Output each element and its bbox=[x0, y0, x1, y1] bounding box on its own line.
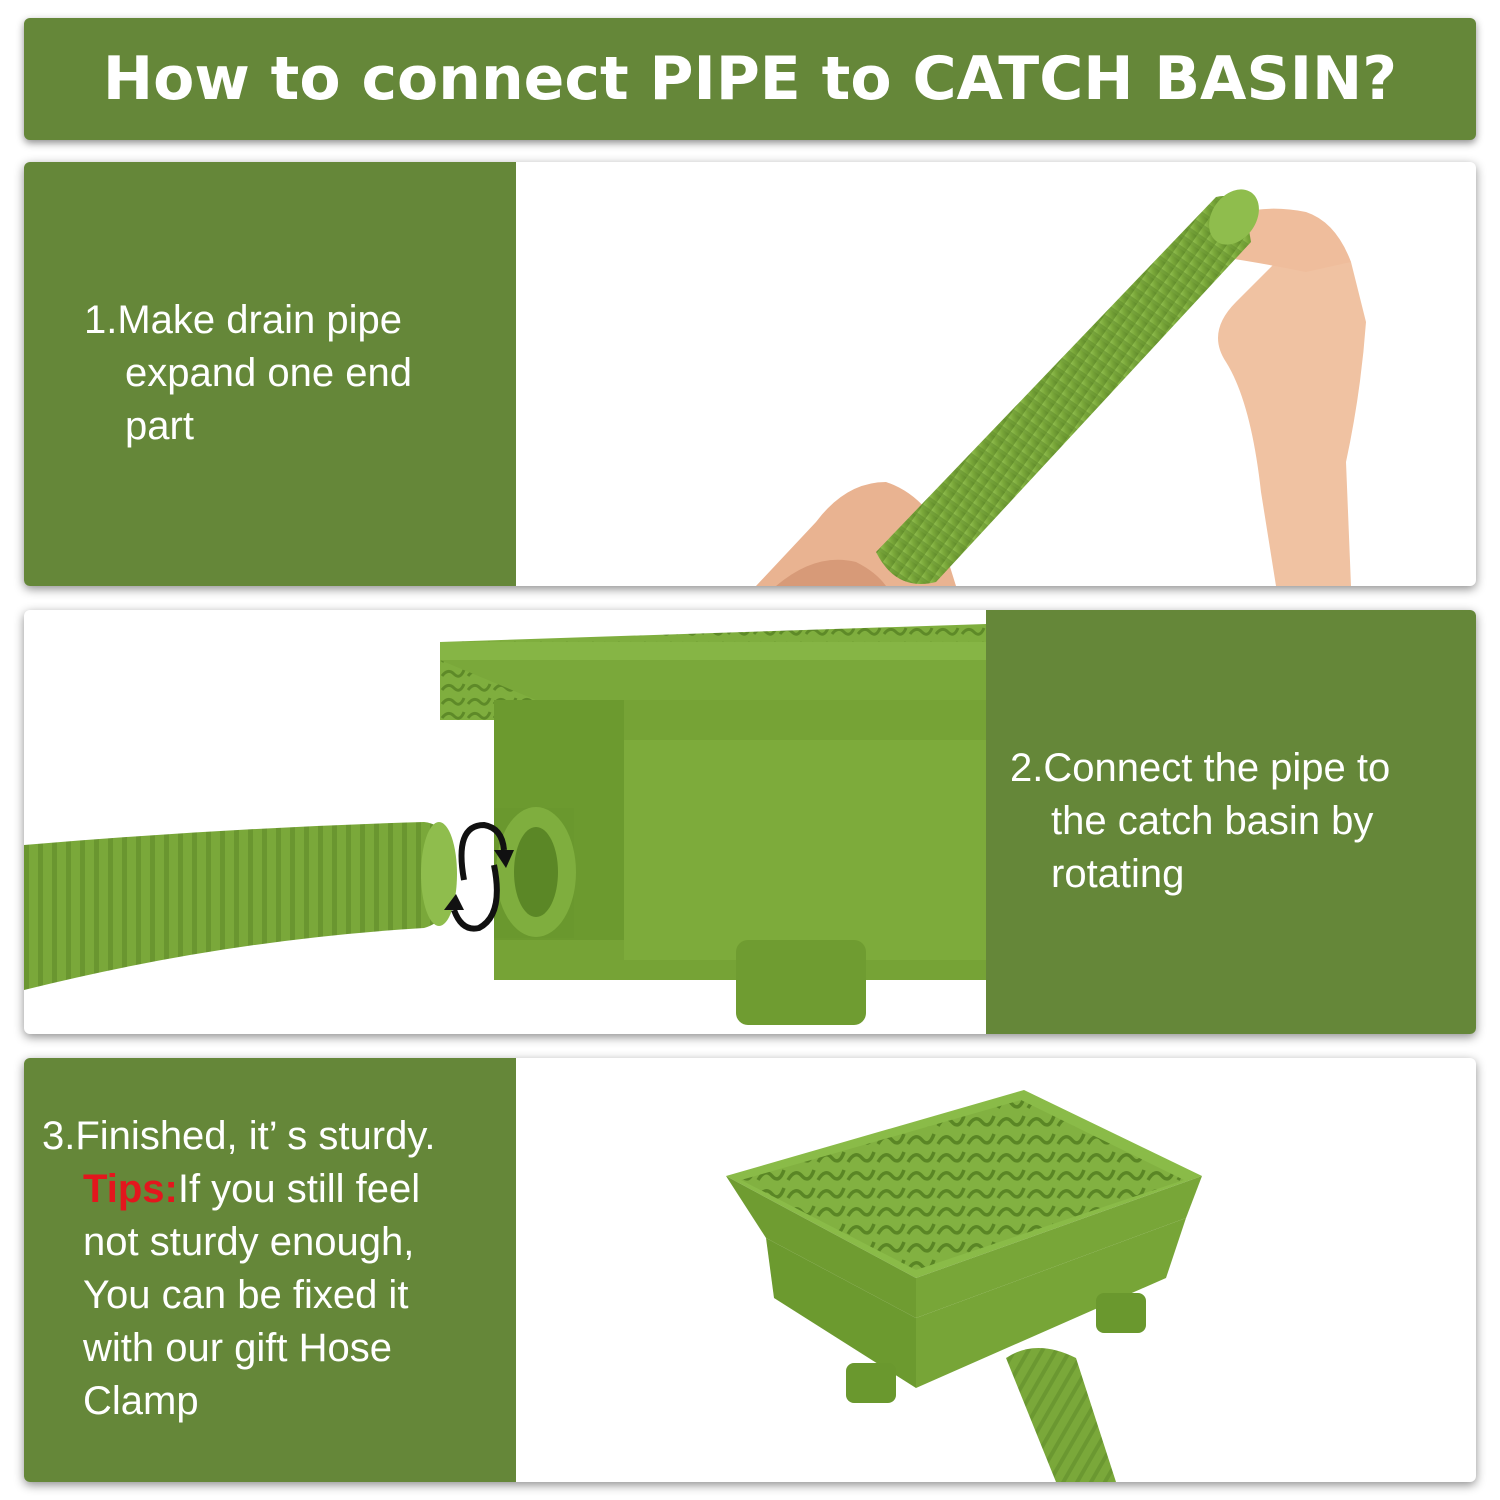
step-1-text: 1.Make drain pipe expand one end part bbox=[84, 294, 412, 453]
tips-line-3: You can be fixed it bbox=[83, 1273, 409, 1317]
step-2-line-3: rotating bbox=[1051, 852, 1185, 896]
tips-line-1: If you still feel bbox=[177, 1167, 421, 1211]
pipe-and-basin-illustration bbox=[24, 624, 986, 1025]
step-3-text-block: 3.Finished, it’ s sturdy. Tips:If you st… bbox=[24, 1058, 516, 1482]
step-1-panel: 1.Make drain pipe expand one end part bbox=[24, 162, 1476, 586]
step-2-line-2: the catch basin by bbox=[1051, 799, 1374, 843]
hands-stretching-pipe-illustration bbox=[756, 189, 1366, 586]
step-2-panel: 2.Connect the pipe to the catch basin by… bbox=[24, 610, 1476, 1034]
step-3-line-1: 3.Finished, it’ s sturdy. bbox=[42, 1114, 436, 1158]
rotate-arrows-icon bbox=[444, 821, 514, 932]
title-banner: How to connect PIPE to CATCH BASIN? bbox=[24, 18, 1476, 140]
tips-line-4: with our gift Hose bbox=[83, 1326, 393, 1370]
tips-line-2: not sturdy enough, bbox=[83, 1220, 415, 1264]
tips-line-5: Clamp bbox=[83, 1379, 199, 1423]
step-1-line-3: part bbox=[125, 404, 194, 448]
step-2-text: 2.Connect the pipe to the catch basin by… bbox=[1010, 742, 1390, 901]
step-1-text-block: 1.Make drain pipe expand one end part bbox=[24, 162, 516, 586]
step-3-text: 3.Finished, it’ s sturdy. Tips:If you st… bbox=[42, 1110, 435, 1428]
step-1-line-2: expand one end bbox=[125, 351, 412, 395]
tips-label: Tips: bbox=[83, 1167, 178, 1211]
step-3-panel: 3.Finished, it’ s sturdy. Tips:If you st… bbox=[24, 1058, 1476, 1482]
step-2-text-block: 2.Connect the pipe to the catch basin by… bbox=[986, 610, 1476, 1034]
step-2-line-1: 2.Connect the pipe to bbox=[1010, 746, 1391, 790]
page-title: How to connect PIPE to CATCH BASIN? bbox=[102, 44, 1398, 114]
finished-basin-illustration bbox=[726, 1090, 1202, 1482]
step-1-line-1: 1.Make drain pipe bbox=[84, 298, 402, 342]
